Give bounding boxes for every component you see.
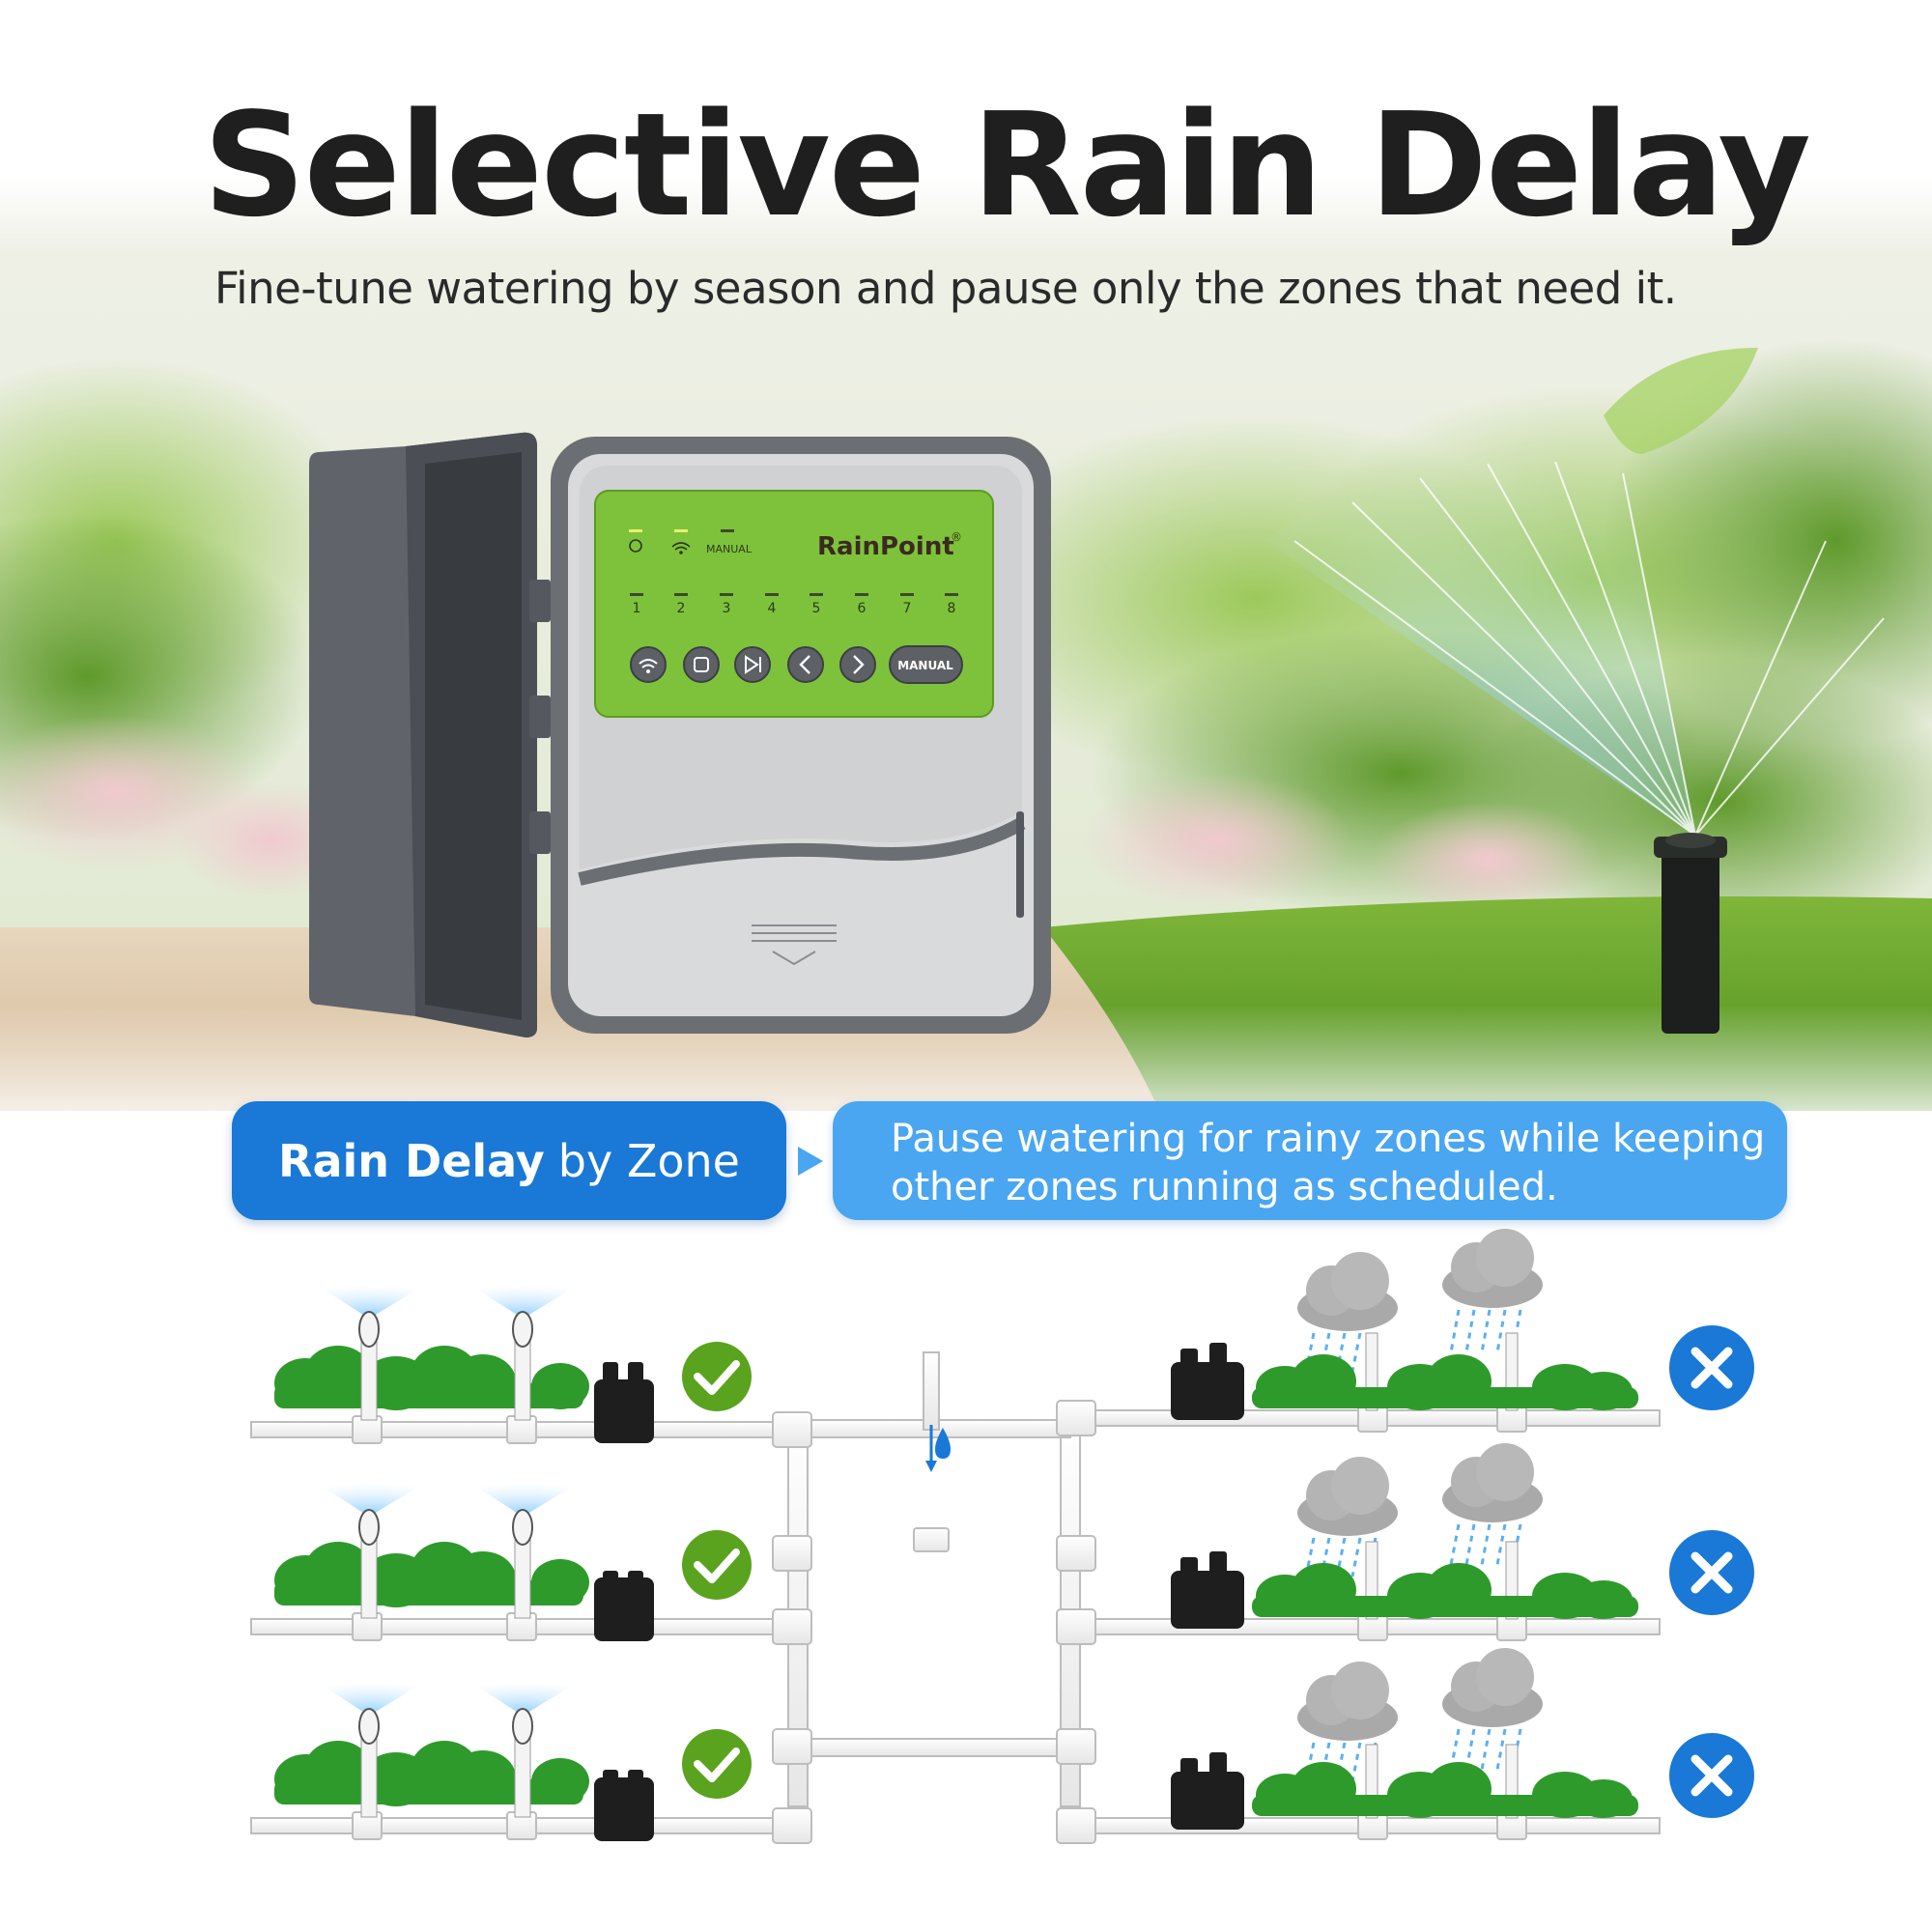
zone-number: 5 — [812, 601, 821, 616]
pointer-arrow-icon — [798, 1147, 823, 1176]
zone-row — [274, 1682, 752, 1841]
previous-button[interactable] — [787, 646, 824, 683]
zone-number: 8 — [948, 601, 956, 616]
power-icon — [629, 539, 642, 553]
rain-cloud-icon — [1442, 1443, 1543, 1566]
valve-icon — [594, 1770, 654, 1841]
zone-number: 7 — [903, 601, 912, 616]
rain-cloud-icon — [1442, 1648, 1543, 1771]
left-zones — [274, 1285, 752, 1841]
page-title: Selective Rain Delay — [203, 82, 1811, 248]
water-inflow-icon — [925, 1425, 951, 1472]
zone-number: 6 — [858, 601, 867, 616]
cross-icon — [1669, 1530, 1754, 1615]
rain-cloud-icon — [1297, 1662, 1398, 1782]
rain-cloud-icon — [1297, 1457, 1398, 1577]
valve-icon — [594, 1571, 654, 1641]
zone-row — [1171, 1648, 1754, 1830]
skip-button[interactable] — [734, 646, 771, 683]
check-icon — [682, 1530, 752, 1600]
feature-label-bold: Rain Delay — [278, 1134, 545, 1187]
check-icon — [682, 1342, 752, 1411]
description-line: other zones running as scheduled. — [891, 1165, 1558, 1209]
manual-indicator-label: MANUAL — [706, 543, 753, 555]
zone-number: 4 — [768, 601, 777, 616]
description-line: Pause watering for rainy zones while kee… — [891, 1117, 1766, 1161]
zone-row — [1171, 1443, 1754, 1629]
feature-label-rest: by Zone — [557, 1134, 740, 1187]
irrigation-controller: MANUAL RainPoint ® 1 2 3 4 5 6 7 8 — [309, 432, 1051, 1037]
wifi-icon — [671, 542, 691, 551]
zone-row — [274, 1285, 752, 1443]
zone-number: 2 — [677, 601, 686, 616]
rain-cloud-icon — [1442, 1229, 1543, 1353]
zone-row — [1171, 1229, 1754, 1420]
zone-row — [274, 1483, 752, 1641]
sprinkler — [1265, 454, 1885, 1034]
manual-button-label: MANUAL — [897, 659, 953, 672]
cross-icon — [1669, 1733, 1754, 1818]
pipe-network — [250, 1351, 1661, 1844]
right-zones — [1171, 1229, 1754, 1830]
valve-icon — [1171, 1752, 1244, 1830]
valve-icon — [1171, 1343, 1244, 1420]
valve-icon — [594, 1362, 654, 1443]
brand-logo: RainPoint — [817, 532, 954, 561]
feature-description: Pause watering for rainy zones while kee… — [833, 1101, 1787, 1220]
page-subtitle: Fine-tune watering by season and pause o… — [214, 263, 1677, 314]
registered-mark: ® — [951, 530, 962, 544]
check-icon — [682, 1729, 752, 1799]
valve-icon — [1171, 1551, 1244, 1629]
wifi-button[interactable] — [630, 646, 667, 683]
next-button[interactable] — [839, 646, 876, 683]
cross-icon — [1669, 1325, 1754, 1410]
manual-button[interactable]: MANUAL — [889, 645, 963, 684]
rain-cloud-icon — [1297, 1252, 1398, 1373]
stop-button[interactable] — [683, 646, 720, 683]
zone-number: 3 — [723, 601, 731, 616]
zone-number: 1 — [633, 601, 641, 616]
